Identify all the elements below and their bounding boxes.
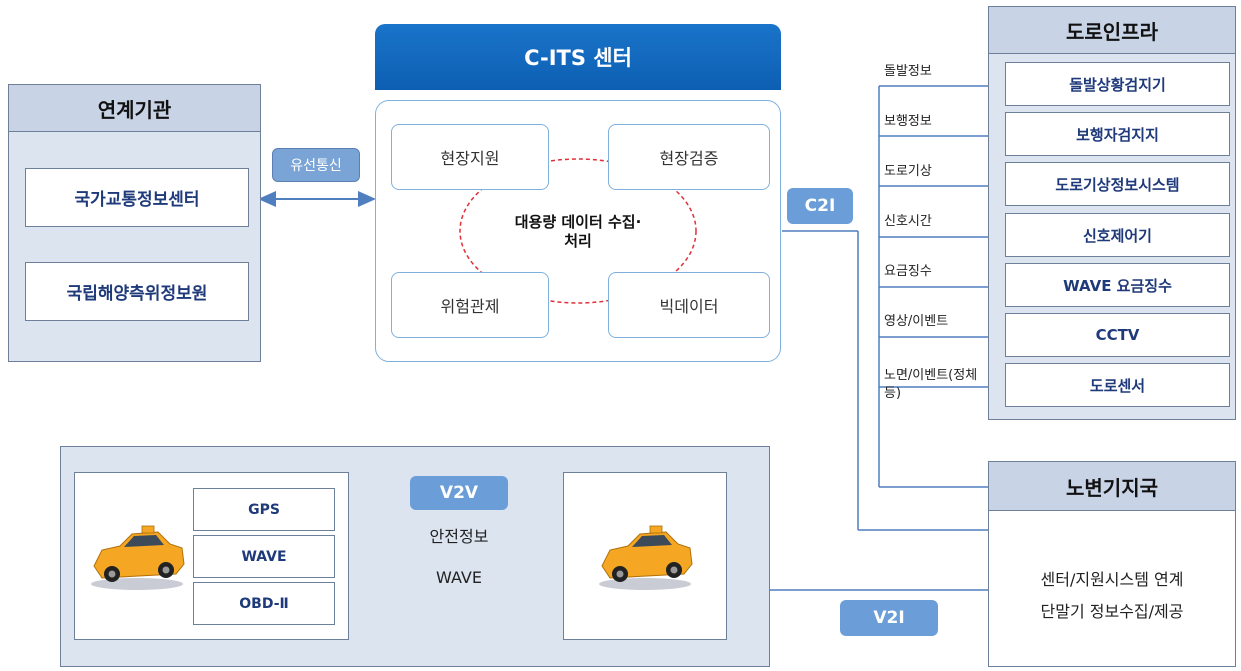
infra-label-pedestrian: 보행정보 [884,114,932,129]
infra-pedestrian-detector[interactable]: 보행자검지지 [1005,112,1230,156]
infra-label-video: 영상/이벤트 [884,314,949,329]
rsu-line2: 단말기 정보수집/제공 [1040,602,1184,621]
rsu-title: 노변기지국 [989,462,1235,511]
cits-field-verify[interactable]: 현장검증 [608,124,770,190]
agency-ntic[interactable]: 국가교통정보센터 [25,168,249,227]
infra-label-weather: 도로기상 [884,164,932,179]
infra-label-toll: 요금징수 [884,264,932,279]
cits-big-data[interactable]: 빅데이터 [608,272,770,338]
v2i-tag: V2I [840,600,938,636]
device-wave[interactable]: WAVE [193,535,335,578]
cits-field-support[interactable]: 현장지원 [391,124,549,190]
infra-label-surface: 노면/이벤트(정체 [884,368,978,383]
v2v-wave: WAVE [436,568,482,587]
infra-label-surface-cont: 등) [884,386,902,401]
taxi-icon [91,525,185,590]
infra-cctv[interactable]: CCTV [1005,313,1230,357]
wired-comm-tag: 유선통신 [272,148,360,182]
device-gps[interactable]: GPS [193,488,335,531]
infra-signal-controller[interactable]: 신호제어기 [1005,213,1230,257]
c2i-tag: C2I [787,188,853,224]
road-infra-title: 도로인프라 [989,7,1235,54]
infra-label-incident: 돌발정보 [884,64,932,79]
v2v-tag: V2V [410,476,508,510]
infra-label-signal: 신호시간 [884,214,932,229]
infra-weather-system[interactable]: 도로기상정보시스템 [1005,162,1230,206]
device-obd[interactable]: OBD-Ⅱ [193,582,335,625]
rsu-line1: 센터/지원시스템 연계 [1040,570,1184,589]
cits-title: C-ITS 센터 [375,24,781,90]
taxi-icon [599,525,693,590]
agencies-title: 연계기관 [9,85,260,132]
cits-risk-control[interactable]: 위험관제 [391,272,549,338]
infra-road-sensor[interactable]: 도로센서 [1005,363,1230,407]
v2v-safety-info: 안전정보 [429,527,489,546]
cits-center-label: 대용량 데이터 수집· 처리 [514,213,642,250]
agency-kmpnt[interactable]: 국립해양측위정보원 [25,262,249,321]
infra-wave-toll[interactable]: WAVE 요금징수 [1005,263,1230,307]
rsu-panel: 노변기지국 [988,461,1236,667]
infra-incident-detector[interactable]: 돌발상황검지기 [1005,62,1230,106]
